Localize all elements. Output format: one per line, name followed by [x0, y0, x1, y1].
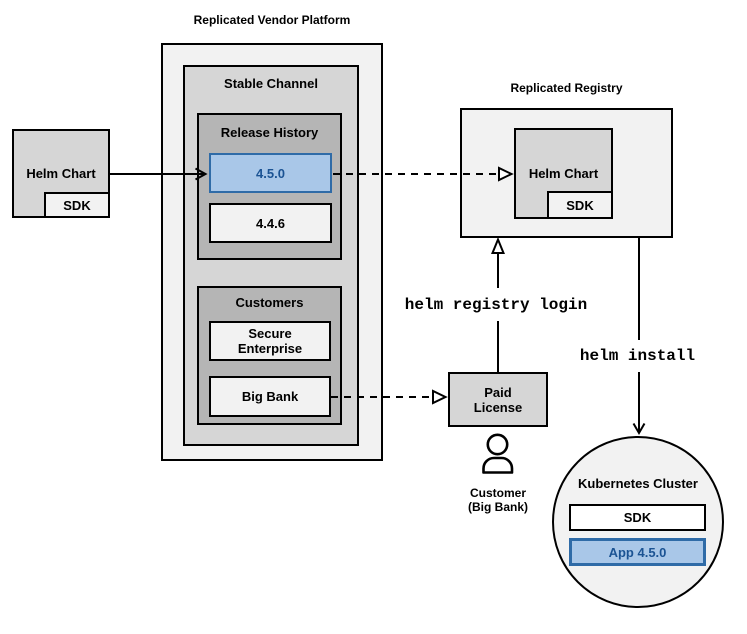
paid-license-box: Paid License [448, 372, 548, 427]
customer-caption: Customer (Big Bank) [438, 486, 558, 514]
paid-license-label: Paid License [473, 384, 523, 415]
registry-title: Replicated Registry [510, 81, 623, 95]
kubernetes-cluster-label: Kubernetes Cluster [578, 476, 698, 491]
customer-big-bank-label: Big Bank [241, 389, 299, 404]
customer-caption-line1: Customer [469, 486, 526, 500]
source-sdk-box: SDK [44, 192, 110, 218]
helm-install-command: helm install [550, 347, 725, 365]
registry-sdk-label: SDK [566, 197, 594, 213]
registry-helm-chart-label: Helm Chart [528, 166, 599, 181]
cluster-app-label: App 4.5.0 [608, 544, 667, 560]
helm-registry-login-command: helm registry login [386, 296, 606, 314]
vendor-platform-title: Replicated Vendor Platform [193, 13, 351, 27]
source-sdk-label: SDK [63, 197, 91, 213]
release-history-label: Release History [220, 125, 319, 140]
release-4-4-6-box: 4.4.6 [209, 203, 332, 243]
customer-big-bank-box: Big Bank [209, 376, 331, 417]
customer-caption-line2: (Big Bank) [468, 500, 528, 514]
release-4-5-0-box: 4.5.0 [209, 153, 332, 193]
cluster-app-box: App 4.5.0 [569, 538, 706, 566]
stable-channel-label: Stable Channel [224, 76, 318, 91]
source-helm-chart-label: Helm Chart [26, 166, 96, 181]
registry-sdk-box: SDK [547, 191, 613, 219]
cluster-sdk-label: SDK [623, 510, 652, 525]
customer-secure-enterprise-label: Secure Enterprise [237, 326, 303, 356]
release-4-5-0-label: 4.5.0 [256, 165, 285, 181]
customers-label: Customers [235, 295, 304, 310]
cluster-sdk-box: SDK [569, 504, 706, 531]
arrow-registry-to-cluster [632, 238, 646, 435]
release-4-4-6-label: 4.4.6 [256, 215, 285, 231]
person-icon [482, 433, 514, 474]
customer-secure-enterprise-box: Secure Enterprise [209, 321, 331, 361]
